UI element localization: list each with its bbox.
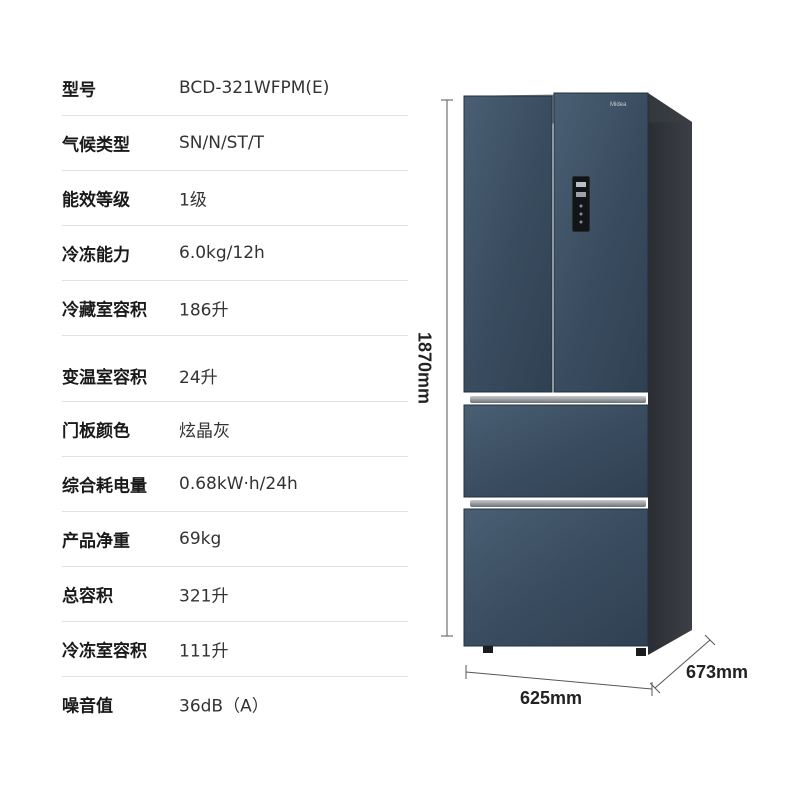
fridge-foot <box>636 648 646 656</box>
fridge-middle-drawer <box>463 404 649 498</box>
height-dimension-label: 1870mm <box>414 331 435 405</box>
spec-label: 冷冻能力 <box>62 245 130 265</box>
spec-value: 24升 <box>179 368 218 388</box>
spec-label: 变温室容积 <box>62 368 147 388</box>
spec-value: 0.68kW·h/24h <box>179 473 298 494</box>
spec-row-noise: 噪音值 36dB（A） <box>62 676 408 731</box>
spec-row-variable-volume: 变温室容积 24升 <box>62 335 408 402</box>
spec-label: 能效等级 <box>62 190 130 210</box>
spec-row-freezer-volume: 冷冻室容积 111升 <box>62 621 408 677</box>
spec-label: 产品净重 <box>62 531 130 551</box>
spec-value: 321升 <box>179 586 229 606</box>
spec-label: 气候类型 <box>62 135 130 155</box>
spec-label: 冷冻室容积 <box>62 641 147 661</box>
brand-logo: Midea <box>610 102 627 108</box>
spec-row-total-volume: 总容积 321升 <box>62 566 408 622</box>
display-indicator <box>579 204 583 208</box>
dimension-tick <box>649 682 661 694</box>
spec-value: 6.0kg/12h <box>179 242 265 263</box>
drawer-handle <box>470 500 646 507</box>
spec-row-fridge-volume: 冷藏室容积 186升 <box>62 280 408 336</box>
width-dimension-line <box>465 671 653 690</box>
width-dimension-label: 625mm <box>520 688 583 708</box>
spec-value: BCD-321WFPM(E) <box>179 77 330 98</box>
spec-row-model: 型号 BCD-321WFPM(E) <box>62 60 408 116</box>
spec-label: 型号 <box>62 80 96 100</box>
fridge-left-door <box>463 95 553 393</box>
spec-label: 噪音值 <box>62 696 113 716</box>
spec-label: 门板颜色 <box>62 421 130 441</box>
drawer-handle <box>470 396 646 403</box>
spec-value: 炫晶灰 <box>179 421 230 441</box>
spec-value: 111升 <box>179 641 229 661</box>
spec-value: 36dB（A） <box>179 696 269 716</box>
fridge-bottom-drawer <box>463 508 649 647</box>
display-indicator <box>579 220 583 224</box>
fridge-side-panel <box>648 93 692 655</box>
spec-label: 总容积 <box>62 586 113 606</box>
spec-row-energy-grade: 能效等级 1级 <box>62 170 408 226</box>
fridge-right-door <box>553 92 649 393</box>
spec-row-door-color: 门板颜色 炫晶灰 <box>62 401 408 457</box>
spec-value: 69kg <box>179 528 222 549</box>
spec-row-power-consumption: 综合耗电量 0.68kW·h/24h <box>62 456 408 512</box>
control-display-panel <box>571 175 591 233</box>
spec-value: 186升 <box>179 300 229 320</box>
depth-dimension-line <box>654 639 711 689</box>
spec-row-freezing-capacity: 冷冻能力 6.0kg/12h <box>62 225 408 281</box>
fridge-top <box>464 93 692 124</box>
dimension-tick <box>704 634 716 646</box>
spec-label: 综合耗电量 <box>62 476 147 496</box>
spec-value: SN/N/ST/T <box>179 132 264 153</box>
spec-label: 冷藏室容积 <box>62 300 147 320</box>
display-digit <box>576 192 586 197</box>
display-indicator <box>579 212 583 216</box>
spec-row-climate-type: 气候类型 SN/N/ST/T <box>62 115 408 171</box>
spec-row-net-weight: 产品净重 69kg <box>62 511 408 567</box>
depth-dimension-label: 673mm <box>686 662 749 682</box>
display-digit <box>576 182 586 187</box>
fridge-foot <box>483 646 493 653</box>
spec-value: 1级 <box>179 190 207 210</box>
